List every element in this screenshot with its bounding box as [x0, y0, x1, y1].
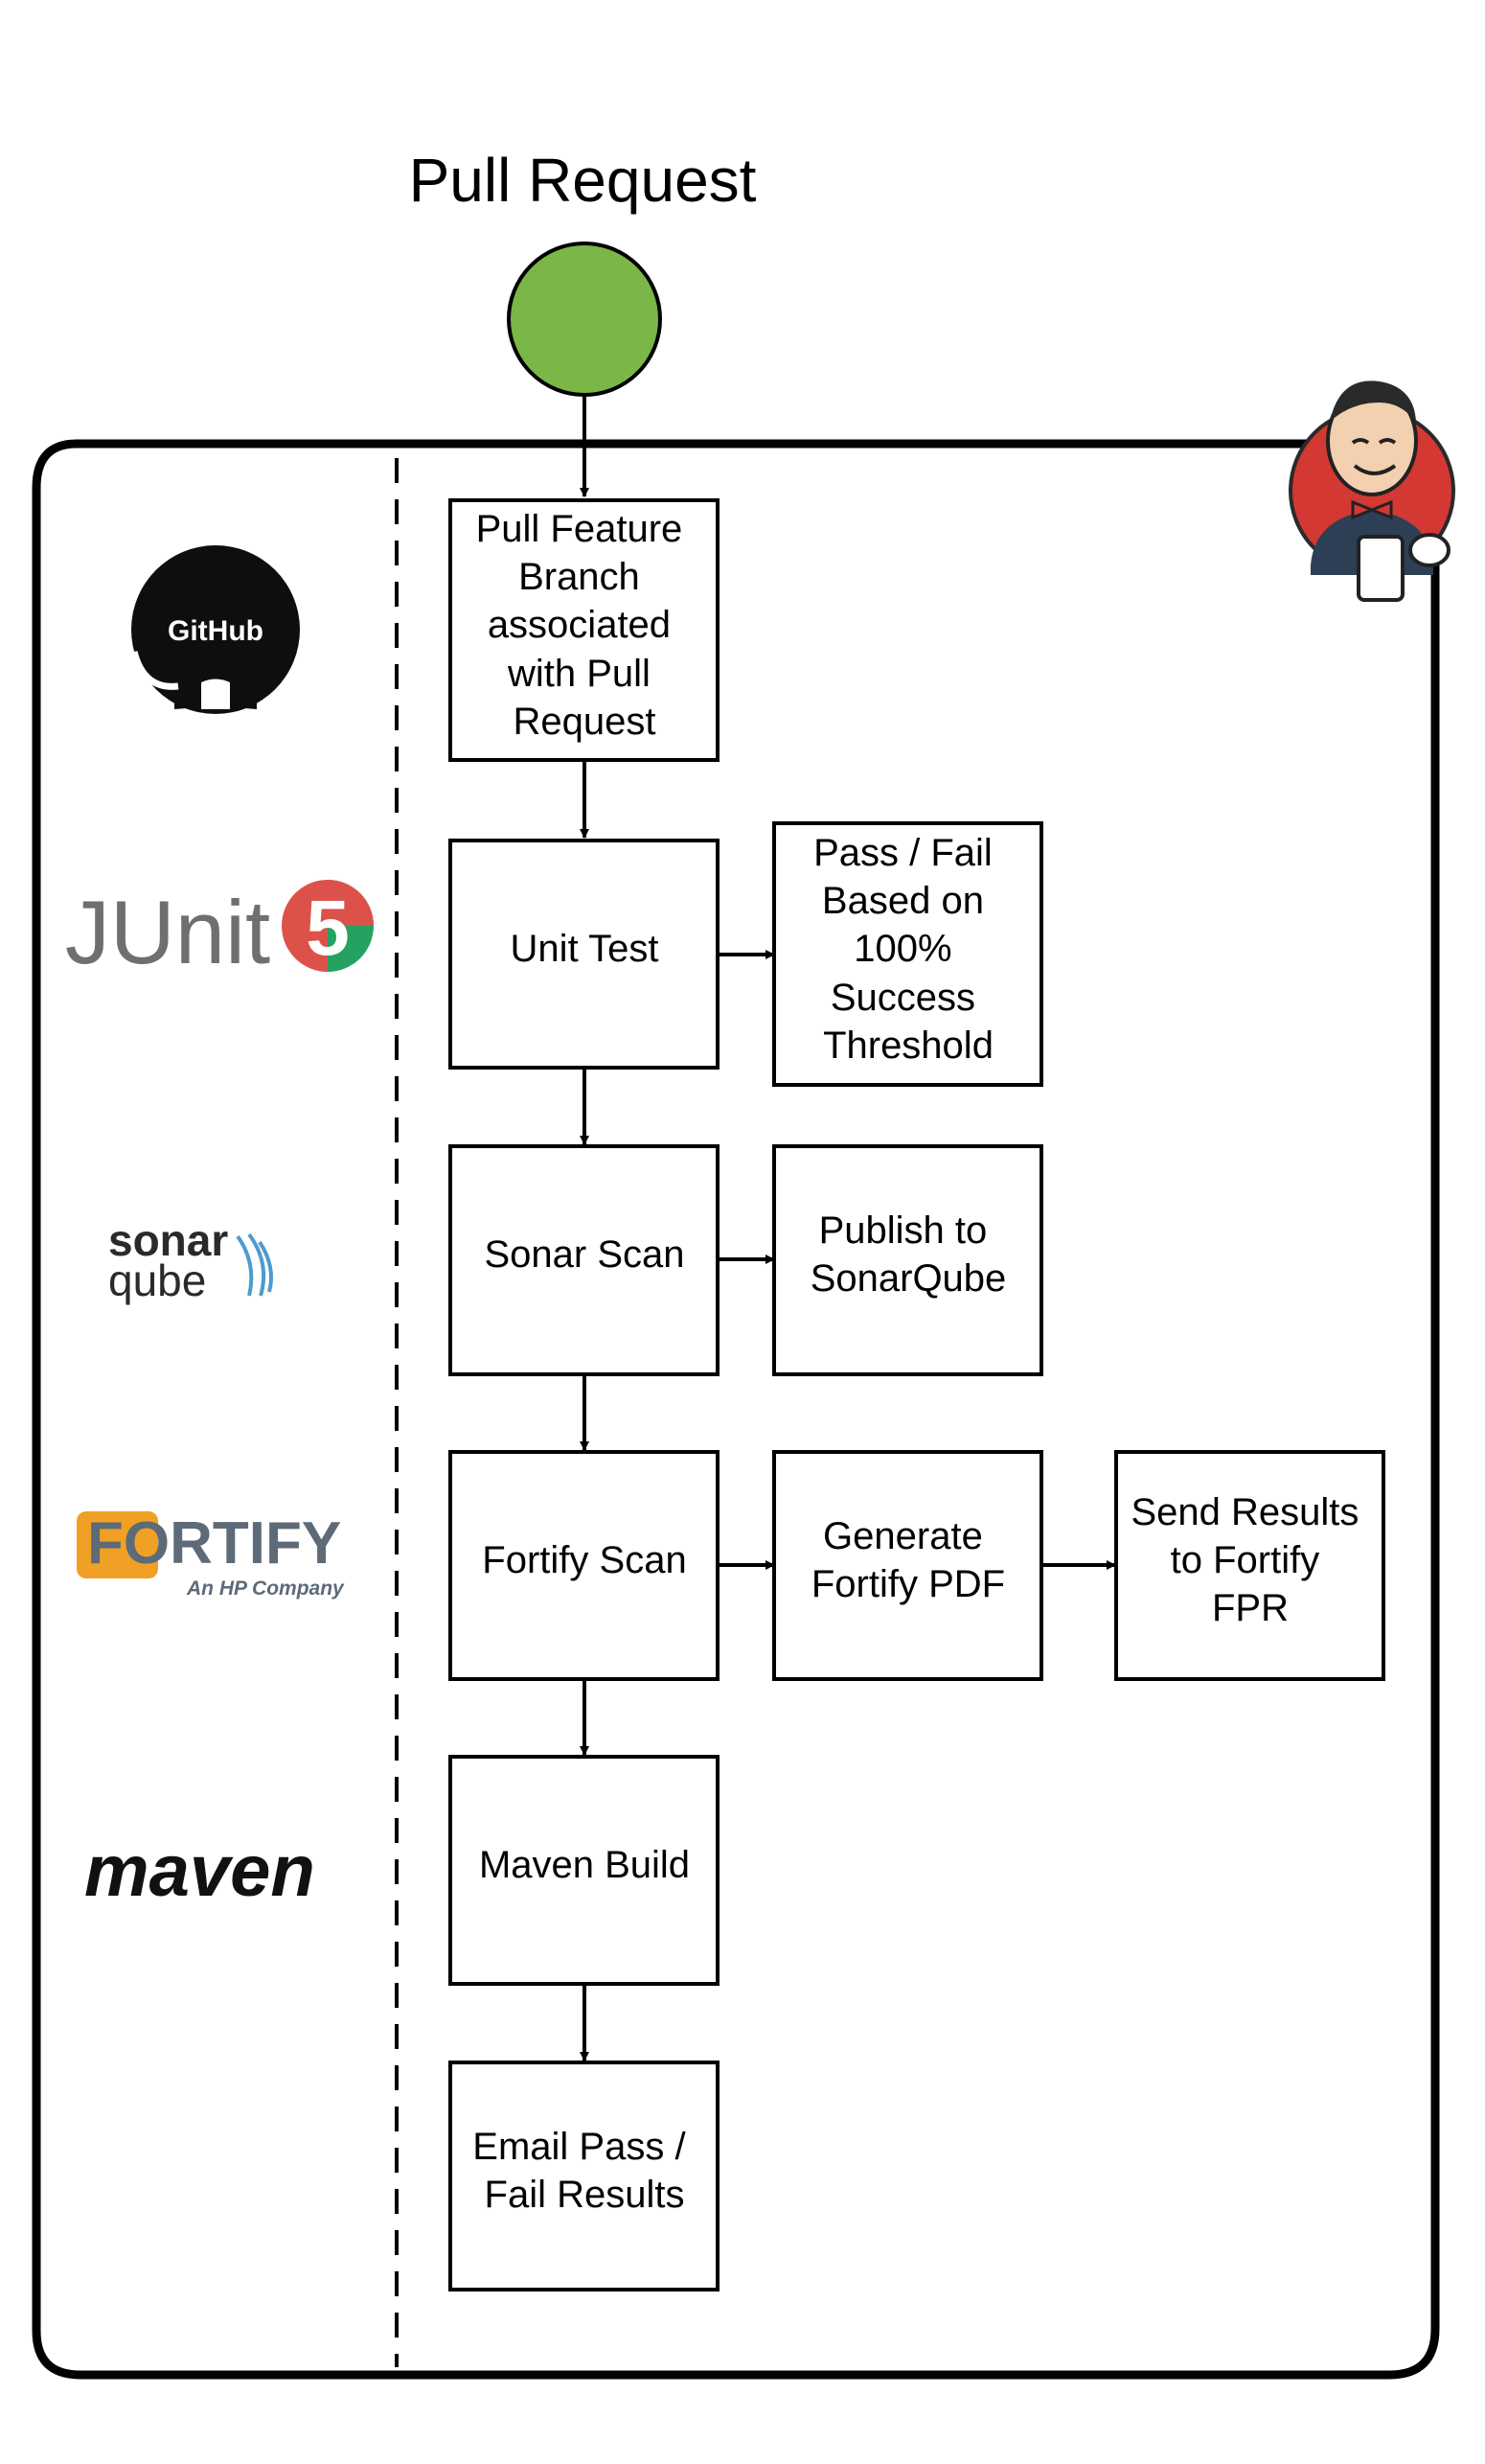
node-email-results: Email Pass / Fail Results: [448, 2061, 720, 2291]
node-label-line: Success: [831, 977, 975, 1019]
node-label-line: Threshold: [823, 1025, 994, 1067]
node-label-line: Fortify PDF: [811, 1563, 1005, 1605]
svg-text:Send Results to Fortify: Send Results to Fortify FPR: [1131, 1491, 1369, 1629]
svg-text:qube: qube: [108, 1255, 206, 1305]
node-label-line: Fail Results: [485, 2174, 685, 2216]
start-node: [507, 242, 662, 397]
jenkins-mascot-icon: [1289, 380, 1455, 602]
svg-text:Generate Fortify PDF: Generate Fortify PDF: [811, 1515, 1005, 1605]
node-label-line: 100%: [854, 928, 951, 970]
svg-text:Publish to SonarQube: Publish to SonarQube: [811, 1209, 1007, 1300]
node-label: Pull Feature Branch associated with Pull…: [476, 508, 694, 743]
node-send-results-fortify: Send Results to Fortify FPR: [1114, 1450, 1385, 1681]
svg-text:Email Pass / Fail Result: Email Pass / Fail Results: [472, 2126, 696, 2216]
diagram-title: Pull Request: [409, 146, 757, 215]
node-publish-sonarqube: Publish to SonarQube: [772, 1144, 1043, 1376]
node-label: Sonar Scan: [484, 1233, 684, 1276]
node-fortify-scan: Fortify Scan: [448, 1450, 720, 1681]
junit5-logo: JUnit 5: [65, 880, 374, 982]
pipeline-container: [32, 439, 1440, 2380]
node-label-line: Pull Feature: [476, 508, 683, 550]
node-pull-feature-branch: Pull Feature Branch associated with Pull…: [448, 498, 720, 762]
node-sonar-scan: Sonar Scan: [448, 1144, 720, 1376]
node-label: Unit Test: [511, 928, 659, 970]
node-label-line: Pass / Fail: [813, 832, 993, 874]
svg-text:FORTIFY: FORTIFY: [87, 1510, 341, 1577]
svg-text:5: 5: [306, 885, 350, 972]
node-label: Maven Build: [479, 1844, 690, 1886]
github-logo: GitHub: [130, 545, 300, 714]
node-generate-fortify-pdf: Generate Fortify PDF: [772, 1450, 1043, 1681]
svg-text:maven: maven: [84, 1831, 315, 1912]
node-label-line: SonarQube: [811, 1257, 1007, 1300]
node-label: Fortify Scan: [482, 1539, 686, 1581]
node-label-line: with Pull: [507, 653, 651, 695]
node-label-line: Request: [514, 701, 656, 743]
node-label-line: to Fortify: [1171, 1539, 1320, 1581]
svg-text:sonar: sonar: [108, 1215, 228, 1265]
node-pass-fail-threshold: Pass / Fail Based on 100% Success Thresh…: [772, 821, 1043, 1087]
node-label-line: Publish to: [819, 1209, 988, 1252]
maven-logo: maven: [84, 1831, 315, 1912]
svg-text:JUnit: JUnit: [65, 882, 270, 982]
node-label-line: Generate: [823, 1515, 983, 1557]
node-label-line: FPR: [1212, 1587, 1289, 1629]
node-label-line: Branch: [518, 556, 640, 598]
sonarqube-logo: sonar qube: [108, 1215, 273, 1305]
node-unit-test: Unit Test: [448, 839, 720, 1070]
node-label-line: Send Results: [1131, 1491, 1359, 1533]
fortify-logo: FORTIFY An HP Company: [77, 1510, 345, 1600]
node-maven-build: Maven Build: [448, 1755, 720, 1986]
svg-text:An HP Company: An HP Company: [186, 1577, 345, 1600]
node-label-line: Email Pass /: [472, 2126, 686, 2168]
node-label-line: Based on: [822, 880, 984, 922]
node-label-line: associated: [488, 604, 671, 646]
svg-text:Pass / Fail Based on: Pass / Fail Based on 100% Success Thresh…: [813, 832, 1003, 1067]
svg-text:GitHub: GitHub: [168, 615, 263, 647]
